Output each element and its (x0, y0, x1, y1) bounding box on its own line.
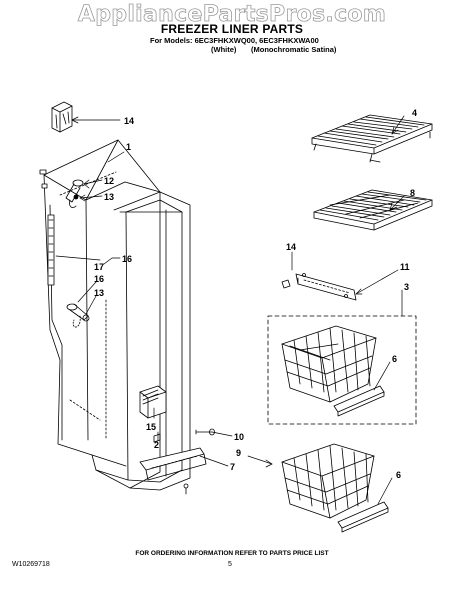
callout-12: 12 (104, 176, 114, 186)
variant-white: (White) (211, 45, 237, 54)
watermark: AppliancePartsPros.com (77, 2, 387, 28)
callout-labels: 14 1 12 13 16 17 16 13 4 8 14 11 3 6 6 1… (94, 108, 417, 480)
leader-lines (55, 115, 405, 505)
callout-10: 10 (234, 432, 244, 442)
wire-shelf-4 (311, 114, 433, 163)
basket-group-3 (267, 315, 417, 425)
clip-top-left (51, 101, 73, 133)
basket-handle-lower (337, 501, 389, 533)
callout-13-lower: 13 (94, 288, 104, 298)
callout-8: 8 (410, 188, 415, 198)
callout-9: 9 (236, 448, 241, 458)
lamp-socket-lower (66, 303, 90, 328)
page-title: FREEZER LINER PARTS (160, 22, 304, 36)
freezer-liner (39, 139, 191, 491)
rail-bracket-7 (139, 447, 207, 495)
callout-6-lower: 6 (396, 470, 401, 480)
lamp-socket-upper (65, 179, 84, 208)
callout-3: 3 (404, 282, 409, 292)
callout-6-upper: 6 (392, 354, 397, 364)
callout-13-upper: 13 (104, 192, 114, 202)
variant-satina: (Monochromatic Satina) (251, 45, 337, 54)
callout-16-lower: 16 (94, 274, 104, 284)
callout-17: 17 (94, 262, 104, 272)
models-line: For Models: 6EC3FHKXWQ00, 6EC3FHKXWA00 (150, 36, 319, 45)
callout-1: 1 (126, 142, 131, 152)
basket-handle-upper (333, 385, 385, 417)
wire-shelf-8 (313, 189, 433, 231)
document-number: W10269718 (12, 561, 50, 568)
callout-15: 15 (146, 422, 156, 432)
callout-2: 2 (154, 440, 159, 450)
callout-14-top: 14 (124, 116, 134, 126)
screw-14b (281, 279, 291, 289)
callout-11: 11 (400, 262, 410, 272)
damper-15 (139, 385, 167, 419)
callout-14-right: 14 (286, 242, 296, 252)
ordering-note: FOR ORDERING INFORMATION REFER TO PARTS … (135, 550, 329, 557)
screw-10 (195, 428, 215, 436)
callout-16-upper: 16 (122, 254, 132, 264)
page-number: 5 (228, 561, 232, 568)
rail-11 (295, 273, 357, 301)
wire-basket-lower (281, 443, 375, 519)
callout-7: 7 (230, 462, 235, 472)
callout-4: 4 (412, 108, 417, 118)
wire-basket-upper (281, 325, 377, 403)
